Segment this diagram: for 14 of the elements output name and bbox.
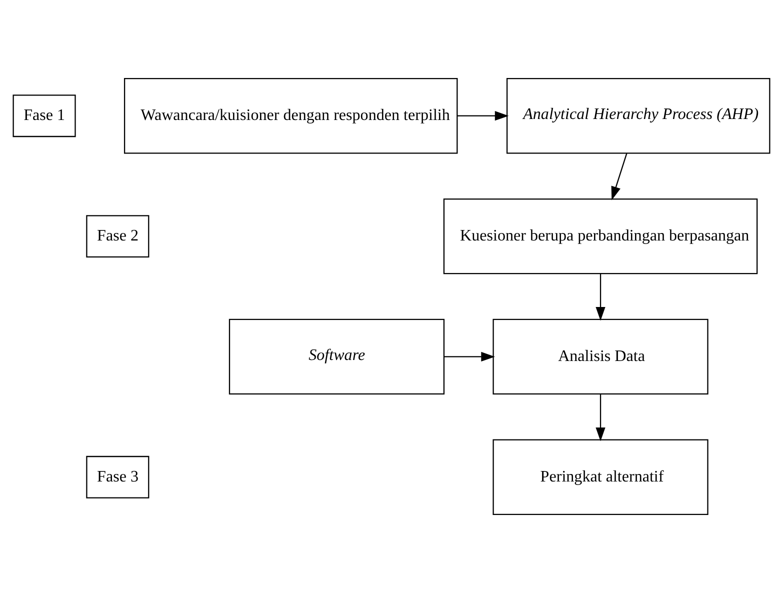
node-box: Analytical Hierarchy Process (AHP)	[506, 78, 770, 154]
node-box: Analisis Data	[492, 318, 708, 394]
node-box: Kuesioner berupa perbandingan berpasangan	[443, 198, 758, 274]
arrow	[596, 394, 606, 441]
node-box: Fase 1	[12, 94, 76, 137]
arrow	[444, 351, 495, 362]
node-box: Wawancara/kuisioner dengan responden terpilih	[124, 78, 458, 154]
node-box: Software	[228, 318, 445, 394]
node-box: Peringkat alternatif	[492, 438, 708, 514]
arrow	[458, 110, 509, 120]
node-box: Fase 3	[86, 455, 150, 498]
arrow	[596, 273, 606, 320]
arrow	[611, 152, 628, 200]
node-box: Fase 2	[86, 214, 150, 257]
